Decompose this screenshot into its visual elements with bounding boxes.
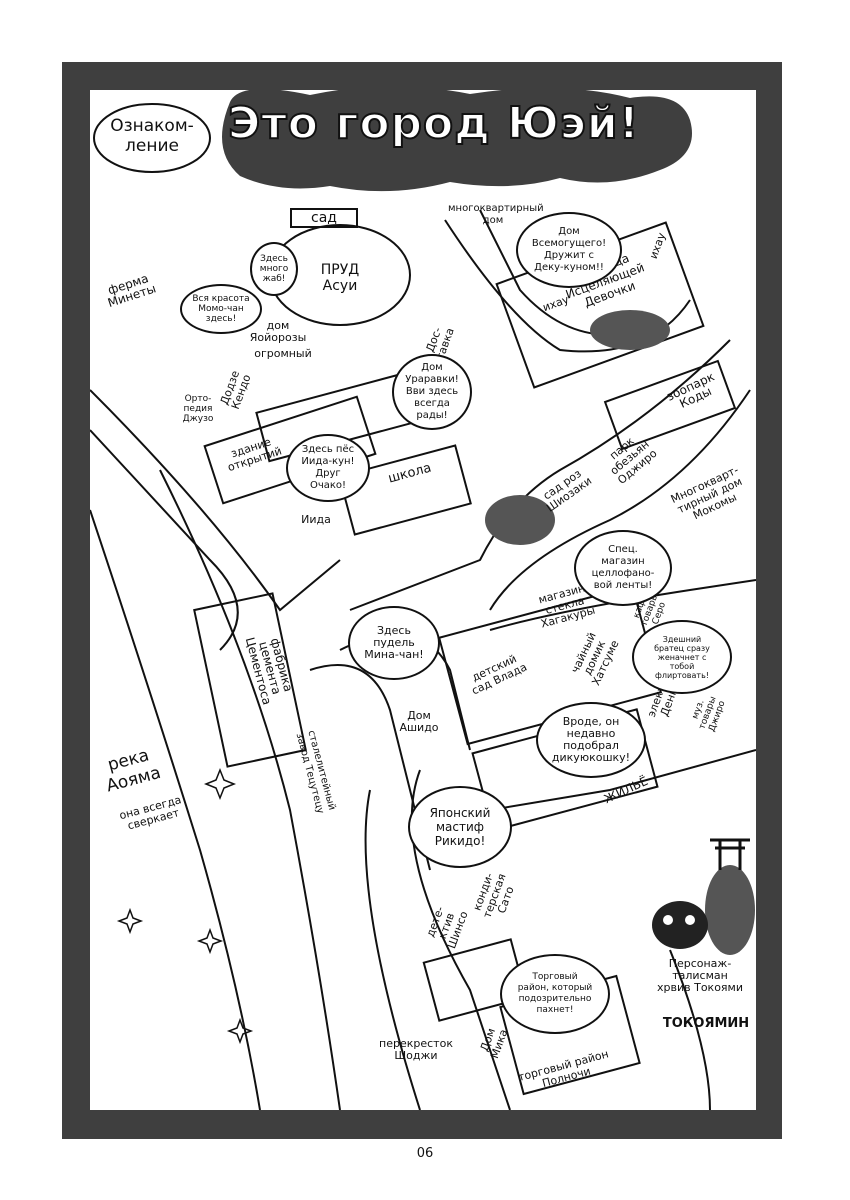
bubble-momo: Вся красота Момо-чан здесь! (180, 284, 262, 334)
torii-gate (710, 838, 750, 870)
intro-oval (93, 103, 211, 173)
bubble-iida-dog: Здесь пёс Иида-кун! Друг Очако! (286, 434, 370, 502)
tokoyami-caption: Персонаж- талисман хрвив Токоями (657, 957, 743, 994)
shoji-crossing-label: перекресток Шоджи (379, 1037, 453, 1062)
bubble-almighty: Дом Всемогущего! Дружит с Деку-куном!! (516, 212, 622, 288)
garden-label: сад (290, 208, 358, 228)
iida-label: Иида (301, 513, 331, 526)
huge-label: огромный (254, 347, 312, 360)
apartment-label: многоквартирный дом (448, 203, 544, 226)
bubble-shopping: Торговый район, который подозрительно па… (500, 954, 610, 1034)
bubble-mastiff: Японский мастиф Рикидо! (408, 786, 512, 868)
ashido-house-label: Дом Ашидо (399, 709, 439, 734)
river-bank-right (159, 469, 341, 1110)
bubble-frogs: Здесь много жаб! (250, 242, 298, 296)
orthopedics-label: Орто- педия Джузо (182, 394, 214, 424)
title-cloud (222, 90, 692, 192)
bubble-tape-shop: Спец. магазин целлофано- вой ленты! (574, 530, 672, 606)
pond-label: ПРУД Асуи (320, 262, 360, 294)
intro-label: Ознаком- ление (110, 116, 194, 156)
bubble-poodle: Здесь пудель Мина-чан! (348, 606, 440, 680)
page-title: Это город Юэй! (227, 97, 640, 150)
crow-mascot (652, 901, 708, 949)
yaoyorozu-house-label: дом Яойорозы (249, 319, 307, 344)
bubble-flirt: Здешний братец сразу женачнет с тобой фл… (632, 620, 732, 694)
map-panel: Ознаком- ление Это город Юэй! сад ПРУД А… (90, 90, 756, 1110)
bubble-kitten: Вроде, он недавно подобрал дикуюкошку! (536, 702, 646, 778)
page-number: 06 (416, 1146, 434, 1161)
bubble-uraraka: Дом Ураравки! Вви здесь всегда рады! (392, 354, 472, 430)
tokoyami-sign: ТОКОЯМИН (662, 1016, 750, 1031)
map-drawing (90, 90, 756, 1110)
